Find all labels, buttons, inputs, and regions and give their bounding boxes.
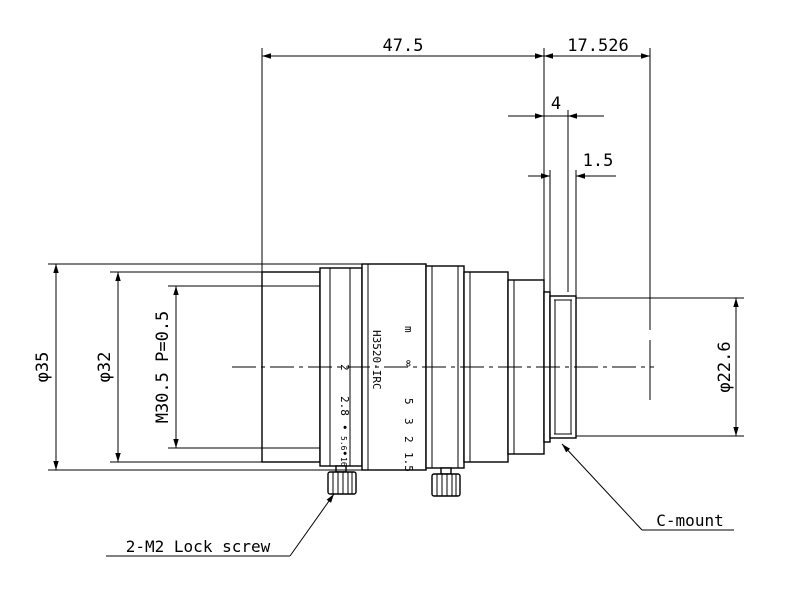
dim-mount-diameter-text: φ22.6 bbox=[715, 341, 735, 392]
dim-diameter-body-text: φ35 bbox=[33, 352, 53, 383]
dim-diameter-inner: φ32 bbox=[95, 271, 262, 463]
lock-screw-rear bbox=[431, 467, 461, 497]
callout-lock-screw: 2-M2 Lock screw bbox=[106, 493, 335, 557]
dim-mount-step-text: 4 bbox=[551, 94, 561, 114]
aperture-scale-2-8: 2.8 bbox=[338, 396, 351, 416]
aperture-scale-16: 16 bbox=[339, 457, 348, 467]
model-marking: H3520-IRC bbox=[370, 330, 383, 390]
focus-unit-marking: m bbox=[402, 326, 415, 333]
focus-scale-1-5: 1.5 bbox=[402, 452, 415, 472]
dim-flange-focal: 17.526 bbox=[544, 36, 651, 400]
dim-filter-thread: M30.5 P=0.5 bbox=[153, 285, 262, 449]
dim-filter-thread-text: M30.5 P=0.5 bbox=[153, 311, 173, 424]
dim-diameter-body: φ35 bbox=[33, 263, 362, 471]
callout-c-mount-text: C-mount bbox=[656, 511, 723, 530]
aperture-scale-dot-b: • bbox=[338, 450, 351, 457]
callout-c-mount: C-mount bbox=[561, 443, 734, 531]
focus-scale-2: 2 bbox=[402, 436, 415, 443]
dim-mount-step: 4 bbox=[508, 94, 604, 292]
focus-scale-5: 5 bbox=[402, 398, 415, 405]
lens-markings: H3520-IRC m ∞ 5 3 2 1.5 2 2.8 • 5.6 • 16 bbox=[338, 326, 415, 472]
dim-mount-flange: 1.5 bbox=[528, 151, 616, 296]
focus-scale-3: 3 bbox=[402, 418, 415, 425]
callout-lock-screw-text: 2-M2 Lock screw bbox=[126, 537, 271, 556]
aperture-scale-5-6: 5.6 bbox=[339, 436, 348, 451]
lock-screw-front bbox=[327, 465, 357, 495]
dim-diameter-inner-text: φ32 bbox=[95, 352, 115, 383]
dim-flange-focal-text: 17.526 bbox=[567, 36, 628, 56]
aperture-scale-dot-a: • bbox=[338, 424, 351, 431]
dim-total-length-text: 47.5 bbox=[383, 36, 424, 56]
dim-mount-diameter: φ22.6 bbox=[576, 297, 744, 437]
dim-total-length: 47.5 bbox=[261, 36, 545, 280]
aperture-scale-2: 2 bbox=[338, 364, 351, 371]
dim-mount-flange-text: 1.5 bbox=[583, 151, 614, 171]
focus-scale-infinity: ∞ bbox=[402, 360, 415, 367]
